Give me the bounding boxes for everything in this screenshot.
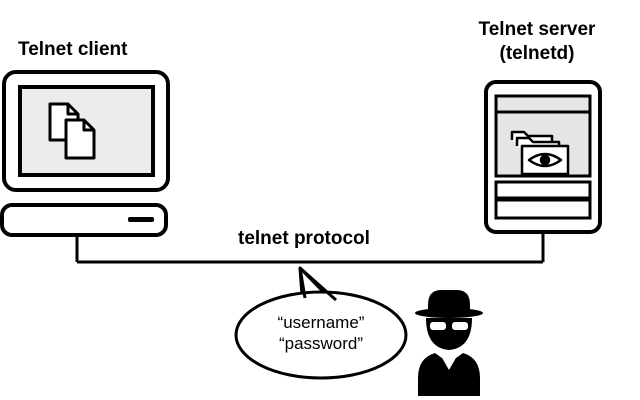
protocol-label: telnet protocol <box>238 228 370 249</box>
documents-icon <box>48 102 96 160</box>
folder-eye-icon <box>510 130 570 176</box>
bubble-text: “username” “password” <box>261 313 381 354</box>
bubble-password: “password” <box>278 333 364 353</box>
client-base <box>0 203 168 237</box>
client-drive-slot <box>128 217 154 222</box>
server-tower-icon <box>484 80 602 234</box>
speech-bubble-icon <box>234 266 408 380</box>
server-title-line2: (telnetd) <box>499 43 575 65</box>
network-line <box>75 232 545 264</box>
client-computer-icon <box>0 70 170 237</box>
hacker-spy-icon <box>415 290 483 396</box>
server-bay-1 <box>494 180 592 200</box>
bubble-username: “username” <box>277 313 365 332</box>
server-title-line1: Telnet server <box>478 19 596 40</box>
server-bay-2 <box>494 198 592 220</box>
server-title: Telnet server (telnetd) <box>462 18 612 67</box>
client-screen <box>18 85 155 177</box>
client-title: Telnet client <box>18 39 128 60</box>
